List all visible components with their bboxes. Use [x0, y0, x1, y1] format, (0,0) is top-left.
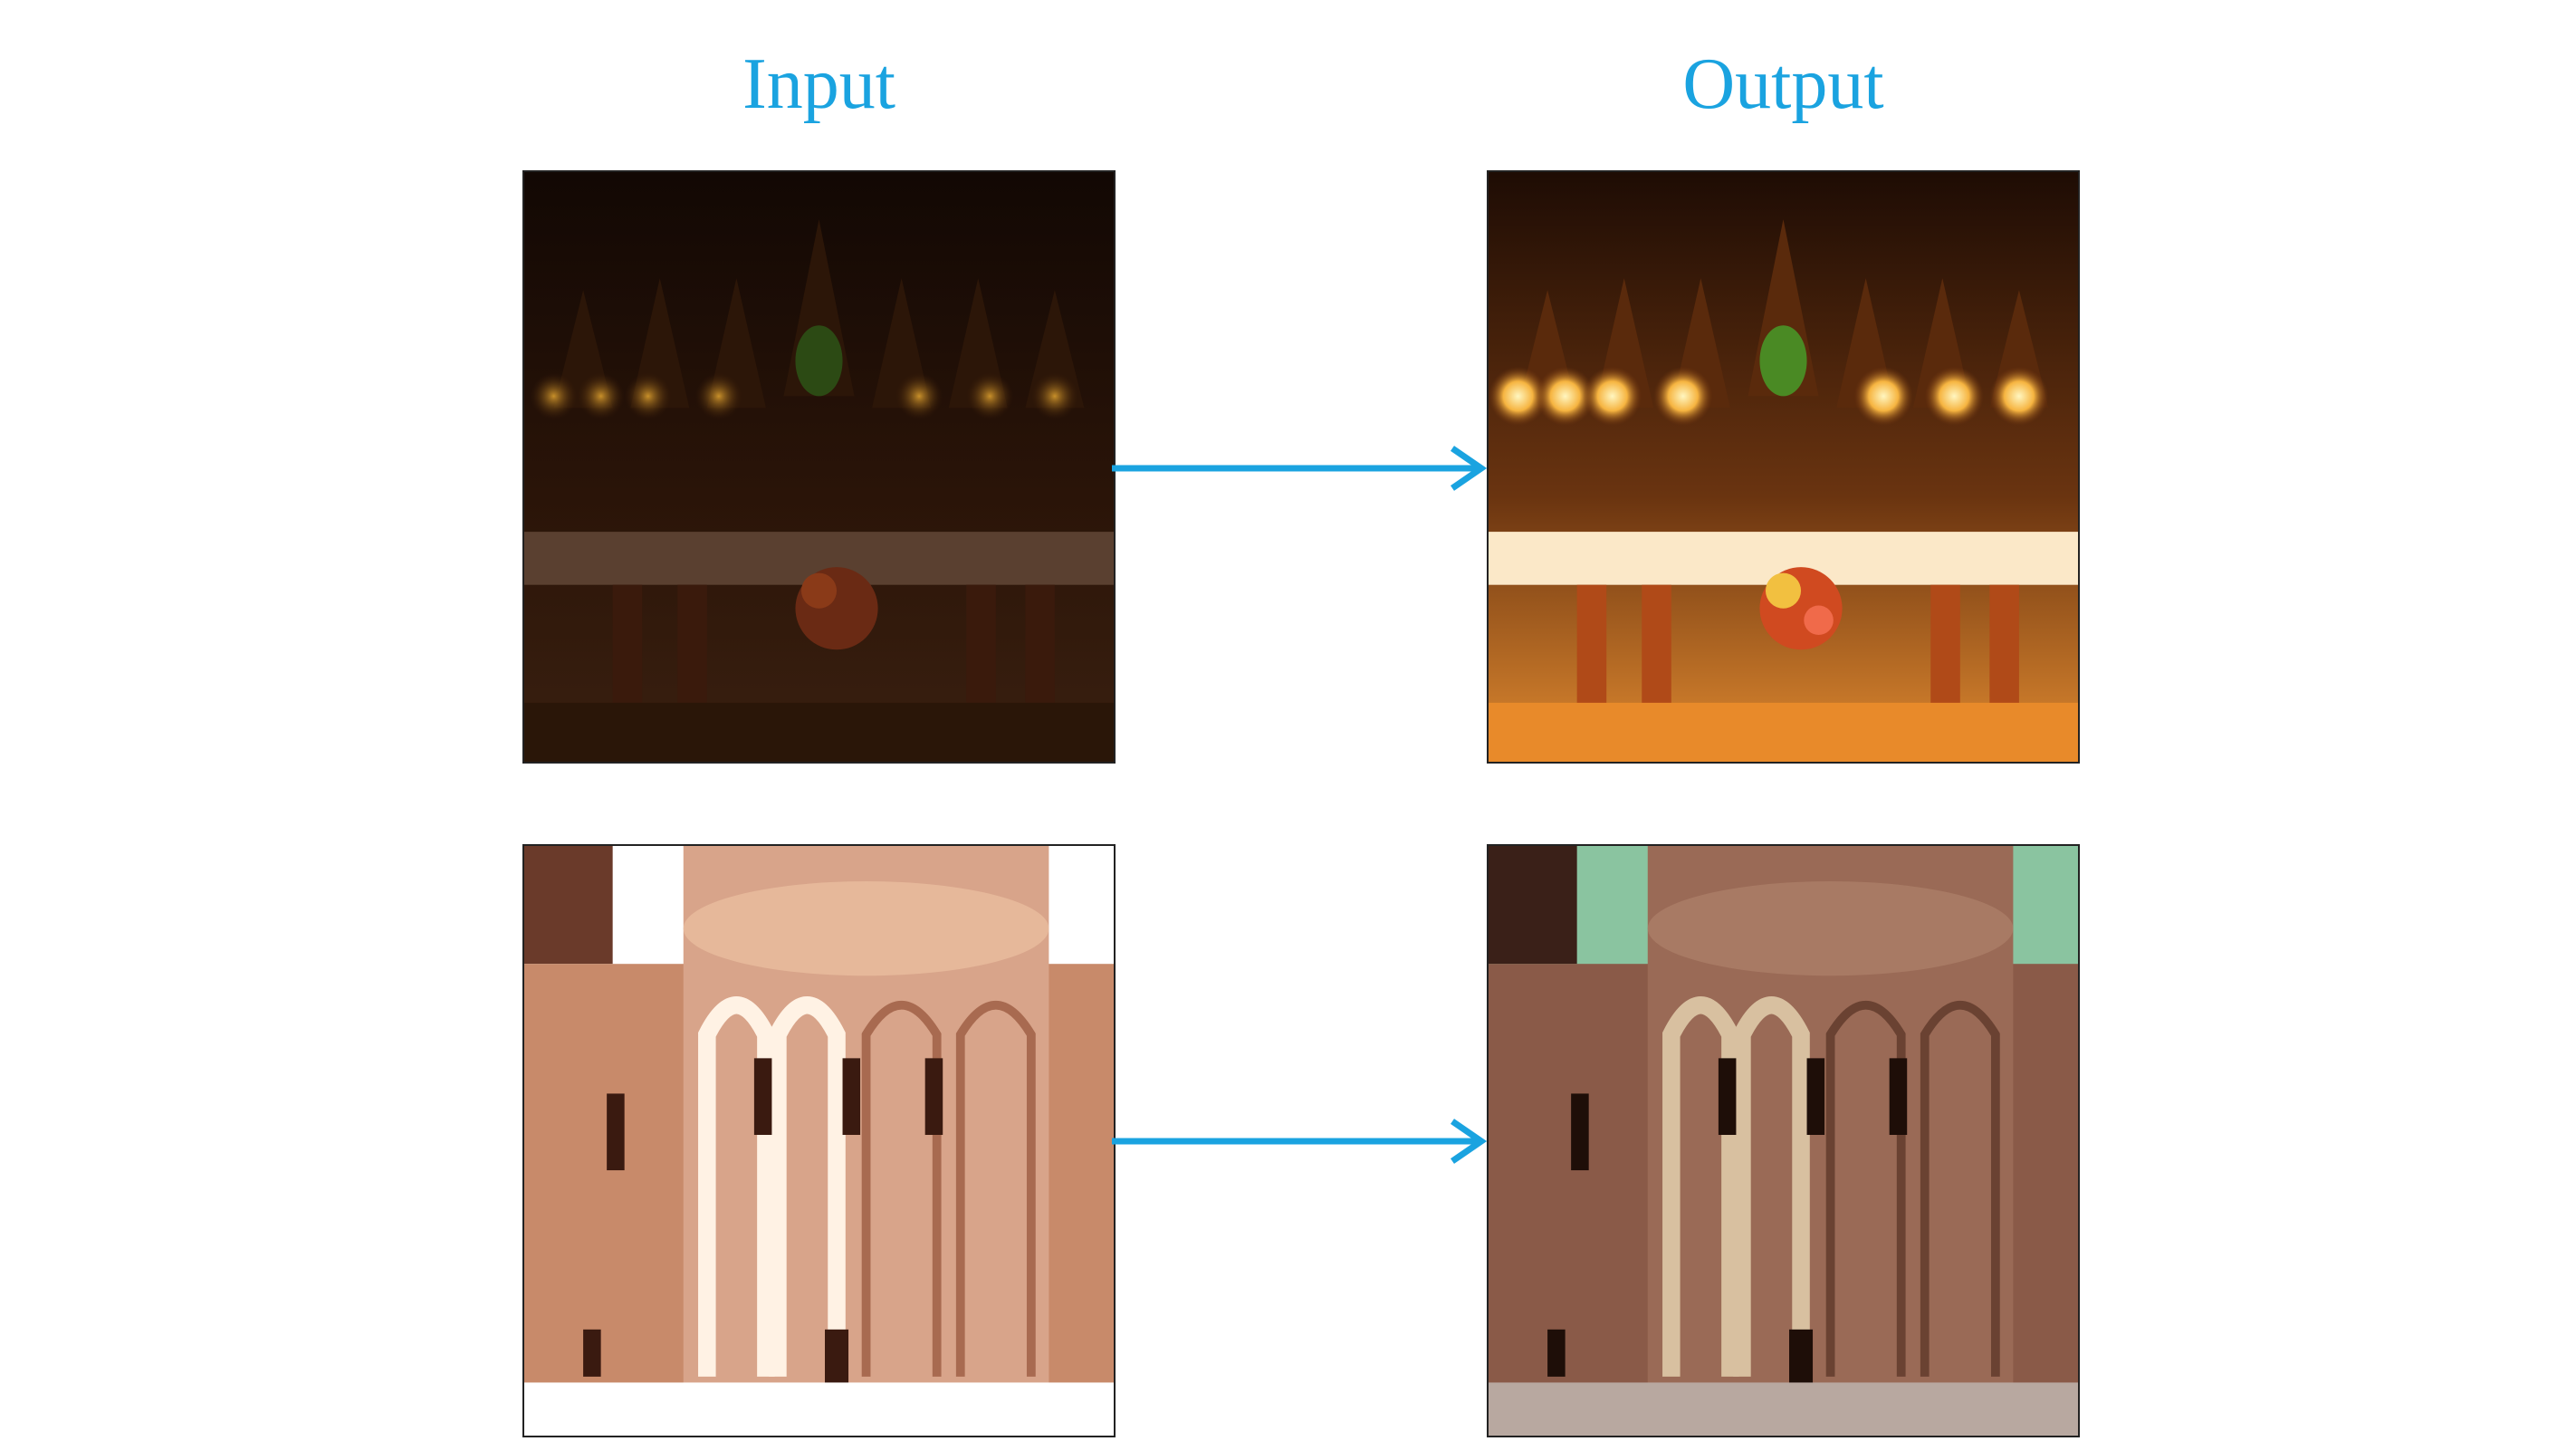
apse-corrected-illustration — [1489, 846, 2078, 1436]
arrow-right-icon — [1112, 446, 1488, 491]
apse-overexposed-illustration — [524, 846, 1114, 1436]
output-image-apse — [1487, 844, 2080, 1437]
input-image-altar — [522, 170, 1116, 764]
arrow-right-icon — [1112, 1119, 1488, 1164]
output-column-title: Output — [1682, 44, 1884, 124]
altar-bright-illustration — [1489, 172, 2078, 762]
input-image-apse — [522, 844, 1116, 1437]
input-column-title: Input — [742, 44, 895, 124]
output-image-altar — [1487, 170, 2080, 764]
altar-dark-illustration — [524, 172, 1114, 762]
